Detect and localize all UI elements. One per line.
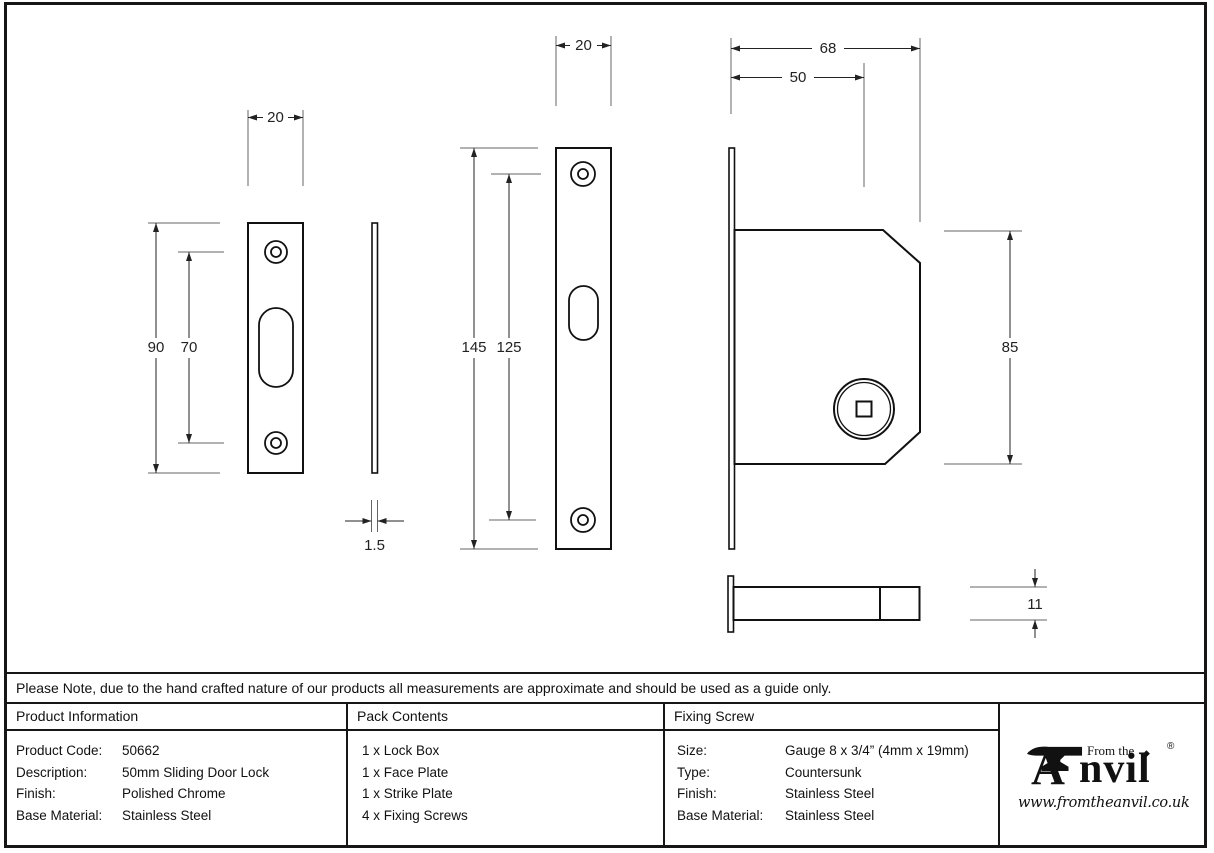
face-plate-height-dim [460,147,538,550]
fixing-screw-header: Fixing Screw [663,704,998,731]
description-row: Description: 50mm Sliding Door Lock [16,764,270,780]
anvil-logo: A From the ◆ nvil ® www.fromtheanvil.co.… [1018,741,1190,818]
lock-box-height-dim [944,230,1022,465]
dim-face-height: 145 [461,339,486,356]
brand-logo-cell: A From the ◆ nvil ® www.fromtheanvil.co.… [998,704,1207,846]
logo-diamond-icon: ◆ [1143,748,1150,758]
face-plate-width-dim [555,36,612,106]
dim-strike-holes: 70 [181,339,198,356]
fixing-screw-body: Size: Gauge 8 x 3/4” (4mm x 19mm) Type: … [663,731,998,846]
screw-type-row: Type: Countersunk [677,764,862,780]
lock-box-front-view [728,147,921,550]
product-information-body: Product Code: 50662 Description: 50mm Sl… [7,731,346,846]
base-material-row: Base Material: Stainless Steel [16,807,212,823]
pack-item: 1 x Lock Box [362,743,440,758]
dim-face-holes: 125 [496,339,521,356]
face-plate-hole-dim [489,173,541,521]
dim-box-width: 68 [820,40,837,57]
dim-face-width: 20 [575,37,592,54]
strike-plate-hole-dim [178,251,224,444]
lock-box-width-dim [730,38,921,222]
lock-box-thickness-dim [970,569,1047,638]
dim-box-height: 85 [1002,339,1019,356]
dim-box-thickness: 11 [1027,596,1043,613]
registered-trademark-icon: ® [1167,741,1175,752]
finish-row: Finish: Polished Chrome [16,786,226,801]
lock-box-side-view [727,575,921,633]
anvil-icon [1027,746,1083,772]
screw-finish-row: Finish: Stainless Steel [677,786,875,801]
strike-plate-front-view [247,222,304,474]
product-information-header: Product Information [7,704,346,731]
pack-item: 4 x Fixing Screws [362,807,468,823]
strike-plate-width-dim [247,110,304,186]
strike-plate-thickness-dim [345,500,404,532]
page-border [4,2,1207,848]
pack-item: 1 x Strike Plate [362,786,453,801]
technical-drawing: 20 90 70 1.5 [148,36,1047,638]
dim-box-backset: 50 [790,69,807,86]
strike-plate-height-dim [148,222,220,474]
lock-box-backset-dim [731,63,865,187]
screw-size-row: Size: Gauge 8 x 3/4” (4mm x 19mm) [677,743,969,758]
dim-strike-width: 20 [267,109,284,126]
pack-item: 1 x Face Plate [362,764,449,780]
logo-website-url: www.fromtheanvil.co.uk [1018,795,1190,811]
product-code-row: Product Code: 50662 [16,743,160,758]
measurement-note: Please Note, due to the hand crafted nat… [7,674,1207,704]
anvil-logo-letters-nvil: nvil [1079,746,1151,792]
title-block: Please Note, due to the hand crafted nat… [7,672,1207,846]
pack-contents-body: 1 x Lock Box 1 x Face Plate 1 x Strike P… [346,731,663,846]
pack-contents-header: Pack Contents [346,704,663,731]
screw-base-material-row: Base Material: Stainless Steel [677,807,875,823]
dim-strike-thickness: 1.5 [364,537,385,554]
face-plate-front-view [555,147,612,550]
strike-plate-side-view [371,222,379,474]
dim-strike-height: 90 [148,339,165,356]
logo-from-the: From the [1087,743,1135,758]
